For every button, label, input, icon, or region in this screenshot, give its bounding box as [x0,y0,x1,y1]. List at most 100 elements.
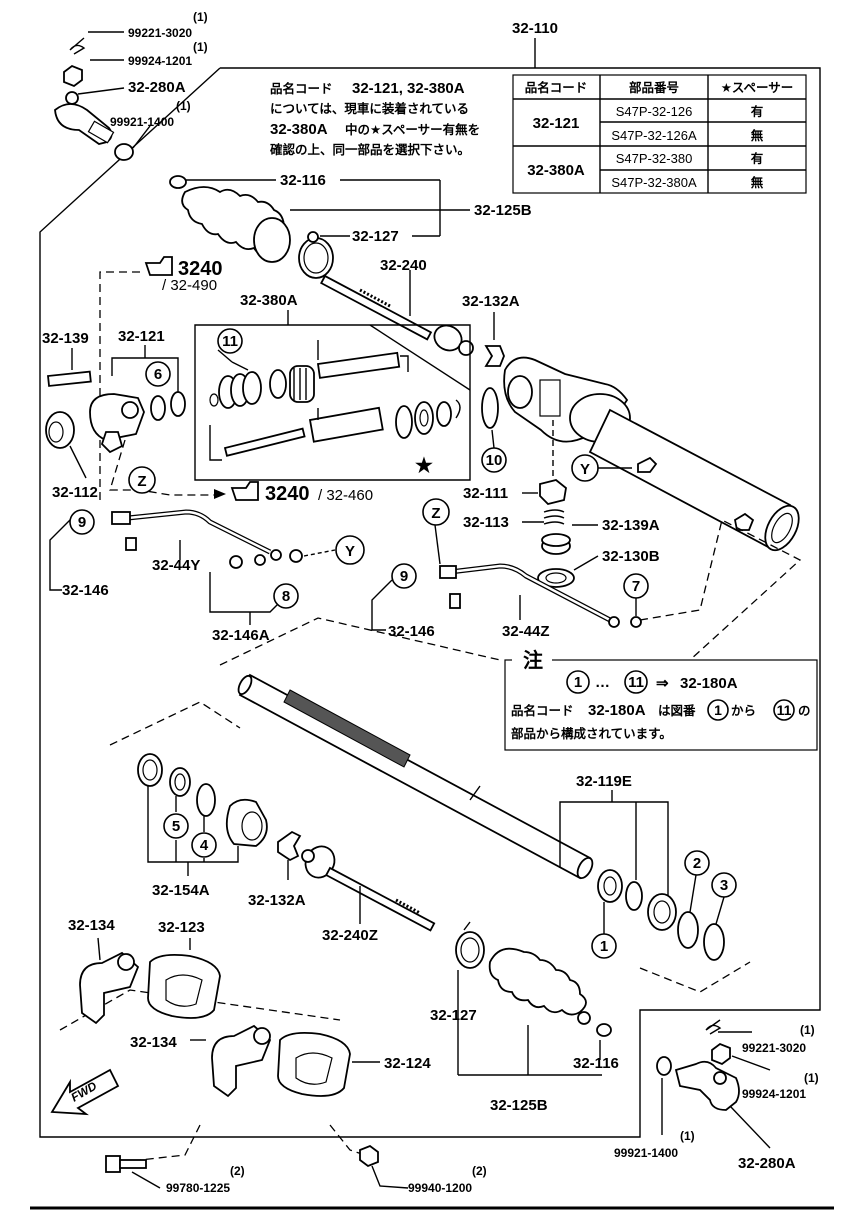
yoke-32-111 [539,479,567,505]
ref1-number: 3240 [178,258,223,280]
note-line3-code: 32-380A [270,121,328,138]
lock-nut-icon [114,143,134,161]
callout-y-lower-text: Y [345,543,355,560]
label-32-134-b: 32-134 [130,1034,177,1051]
callout-9-left [69,509,95,535]
gear-housing [503,356,800,552]
note-line2-to: 11 [777,702,792,718]
ref-3240-490 [99,256,173,500]
callout-8-text: 8 [282,588,290,605]
clip-icon [169,175,187,189]
table-part-row4: S47P-32-380A [611,175,697,190]
rack-shaft [219,617,594,880]
label-32-123: 32-123 [158,919,205,936]
table-spacer-row1: 有 [751,104,764,119]
tie-rod-end-bottom [656,1019,771,1149]
label-32-380a: 32-380A [240,292,298,309]
spring-32-113 [543,509,565,525]
label-99221-3020-bottom: 99221-3020 [742,1041,806,1055]
callout-z-left [128,466,156,494]
label-32-134-a: 32-134 [68,917,115,934]
table-header-code: 品名コード [525,80,588,95]
boot-bottom [455,921,612,1076]
boot-top [169,175,470,279]
label-32-146-left: 32-146 [62,582,109,599]
main-frame [30,38,834,1210]
table-part-row3: S47P-32-380 [616,151,693,166]
qty-99924-bottom: (1) [804,1071,819,1085]
callout-7-text: 7 [632,578,640,595]
label-32-280a-bottom: 32-280A [738,1155,796,1172]
note-line2-from: 1 [714,702,722,718]
callout-1 [591,933,617,959]
label-32-154a: 32-154A [152,882,210,899]
note-line1-codes: 32-121, 32-380A [352,80,465,97]
callout-y-upper-text: Y [580,461,590,478]
ref1-sub: / 32-490 [162,277,217,294]
pointing-hand-icon-2 [230,481,259,501]
callout-z-left-text: Z [137,473,146,490]
note-range-from: 1 [574,674,582,691]
note-box [504,650,818,751]
label-99780-1225: 99780-1225 [166,1181,230,1195]
nut-99940 [359,1144,409,1189]
table-code-32-380a: 32-380A [527,162,585,179]
callout-9-mid [391,563,417,589]
callout-11-top [217,328,243,354]
o-ring-10 [481,387,499,449]
part-132a-bottom [277,830,302,880]
seal-kit-154a [109,701,268,876]
label-32-146a: 32-146A [212,627,270,644]
note-range-to: 11 [628,674,644,691]
spacer-table: 品名コード 部品番号 ★スペーサー 32-121 S47P-32-126 有 S… [512,74,807,194]
note-line3-rest: 中の★スペーサー有無を [345,122,480,137]
star-spacer-icon: ★ [415,455,433,477]
note-title: 注 [523,648,543,672]
callout-11-top-text: 11 [222,333,238,350]
mount-brackets [59,937,380,1161]
label-32-116-bottom: 32-116 [573,1055,619,1072]
callout-1-text: 1 [600,938,608,955]
callout-4 [191,832,217,858]
ball-stud-icon [65,91,79,105]
label-32-125b-top: 32-125B [474,202,532,219]
boot-mouth [253,217,291,263]
label-32-116-top: 32-116 [280,172,326,189]
label-32-139a: 32-139A [602,517,660,534]
qty-99921-top: (1) [176,99,191,113]
label-99924-1201-bottom: 99924-1201 [742,1087,806,1101]
note-line2-no: の [798,703,811,718]
table-spacer-row4: 無 [751,175,764,190]
label-32-132a-top: 32-132A [462,293,520,310]
qty-99921-bottom: (1) [680,1129,695,1143]
label-32-119e: 32-119E [576,773,632,790]
note-target: 32-180A [680,675,738,692]
note-line2-mid: は図番 [658,703,696,718]
label-99221-3020-top: 99221-3020 [128,26,192,40]
part-132a-top [484,312,505,367]
label-32-146-mid: 32-146 [388,623,435,640]
label-32-240: 32-240 [380,257,427,274]
bolt-icon [47,370,92,387]
label-32-132a-bottom: 32-132A [248,892,306,909]
fwd-arrow-icon [50,1068,120,1116]
label-32-127-top: 32-127 [352,228,399,245]
note-arrow: ⇒ [656,675,669,692]
callout-z-mid-text: Z [431,505,440,522]
callout-2 [684,850,710,876]
qty-99221-bottom: (1) [800,1023,815,1037]
callout-y-lower [335,535,365,565]
note-line2-prefix: 品名コード [511,703,574,718]
note-line3: 部品から構成されています。 [511,726,672,741]
qty-99780: (2) [230,1164,245,1178]
label-32-127-bottom: 32-127 [430,1007,477,1024]
note-line1-prefix: 品名コード [270,81,333,96]
label-32-112: 32-112 [52,484,98,501]
label-99924-1201-top: 99924-1201 [128,54,192,68]
callout-6-text: 6 [154,366,162,383]
label-32-280a-top: 32-280A [128,79,186,96]
callout-10 [481,447,507,473]
note-line2-kara: から [731,703,756,718]
table-spacer-row3: 有 [751,151,764,166]
